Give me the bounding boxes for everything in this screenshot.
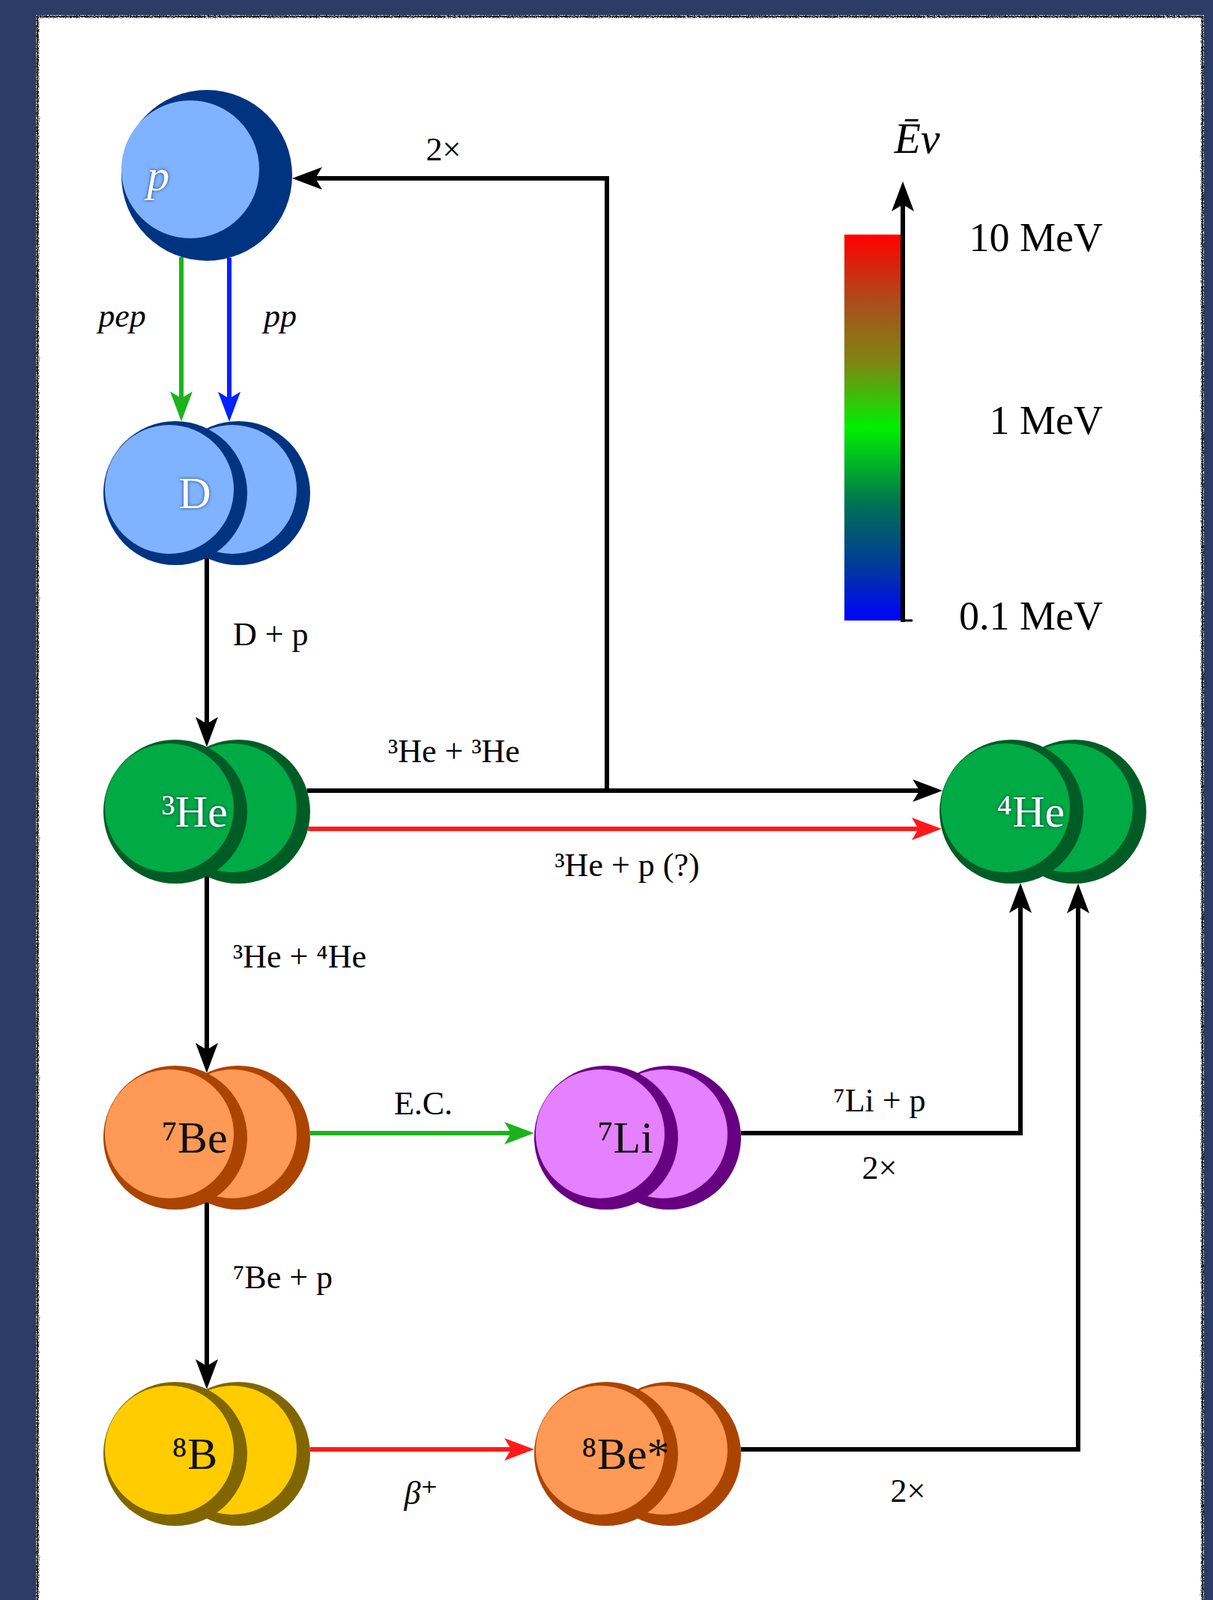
- reaction-label: ⁷Be + p: [229, 1258, 337, 1297]
- nucleus-node: ⁴He: [939, 737, 1147, 886]
- nucleus-label: ⁷Be: [161, 1112, 228, 1163]
- branch-count: 2×: [858, 1149, 902, 1188]
- nucleus-node: ³He: [103, 737, 311, 886]
- nucleon-shadow: [939, 739, 1084, 884]
- reaction-label: ³He + ³He: [384, 732, 524, 771]
- reaction-arrow: [310, 1130, 526, 1136]
- nucleon-shadow: [534, 1065, 679, 1210]
- reaction-arrow: [179, 256, 184, 413]
- nucleon-body: [104, 1069, 234, 1199]
- nucleus-label: p: [146, 150, 170, 201]
- nucleus-label: D: [178, 468, 211, 518]
- nucleon-shadow: [534, 1381, 679, 1526]
- reaction-label: ³He + p (?): [550, 846, 703, 885]
- nucleon-shadow: [103, 421, 248, 565]
- panel: [35, 14, 1205, 1600]
- energy-tick-label: 10 MeV: [965, 214, 1107, 261]
- energy-colorbar: [844, 234, 903, 621]
- reaction-label: 2×: [887, 1472, 930, 1511]
- reaction-arrow: [740, 891, 1021, 1133]
- reaction-label: 2×: [422, 131, 466, 170]
- axis-title: Ēν: [890, 113, 944, 165]
- reaction-arrow: [301, 178, 607, 791]
- reaction-arrow: [204, 875, 210, 1064]
- nucleus-label: ³He: [161, 786, 228, 837]
- nucleon-body: [121, 100, 260, 239]
- nucleus-node: p: [119, 88, 294, 263]
- nucleus-node: ⁸B: [103, 1379, 311, 1528]
- reaction-arrow: [307, 826, 933, 831]
- reaction-arrow: [310, 1446, 526, 1452]
- reaction-arrow: [227, 257, 232, 413]
- reaction-label: D + p: [229, 615, 313, 655]
- reaction-label: pep: [94, 297, 150, 336]
- reaction-label: β⁺: [400, 1474, 442, 1513]
- nucleus-node: ⁸Be*: [534, 1379, 741, 1528]
- nucleon-shadow: [103, 1381, 248, 1526]
- nucleon-body: [104, 1385, 234, 1515]
- panel-border: [37, 16, 1203, 1600]
- nucleon-shadow: [103, 739, 248, 884]
- reaction-label: ⁷Li + p: [829, 1081, 930, 1121]
- nucleus-label: ⁸Be*: [581, 1428, 670, 1479]
- nucleus-node: ⁷Be: [103, 1063, 311, 1212]
- nucleus-label: ⁸B: [171, 1428, 218, 1479]
- nucleus-label: ⁷Li: [597, 1112, 654, 1163]
- nucleus-shape: [119, 88, 294, 263]
- reaction-label: pp: [259, 297, 301, 336]
- reaction-label: ³He + ⁴He: [229, 938, 371, 977]
- reaction-label: E.C.: [390, 1084, 457, 1124]
- nucleon-body: [535, 1069, 665, 1199]
- nucleon-shadow: [121, 89, 293, 261]
- nucleus-node: ⁷Li: [534, 1063, 741, 1212]
- nucleon-shadow: [103, 1065, 248, 1210]
- axis-tick: [902, 619, 913, 622]
- nucleus-label: ⁴He: [996, 786, 1065, 837]
- energy-axis: [900, 190, 906, 622]
- nucleon-body: [104, 743, 234, 873]
- reaction-arrow: [204, 1201, 210, 1380]
- nucleon-body: [104, 424, 234, 554]
- reaction-arrow: [740, 892, 1079, 1450]
- nucleus-node: D: [103, 418, 311, 568]
- energy-tick-label: 0.1 MeV: [955, 592, 1107, 640]
- energy-tick-label: 1 MeV: [985, 397, 1107, 444]
- reaction-arrow: [204, 557, 210, 738]
- nucleon-body: [941, 743, 1070, 873]
